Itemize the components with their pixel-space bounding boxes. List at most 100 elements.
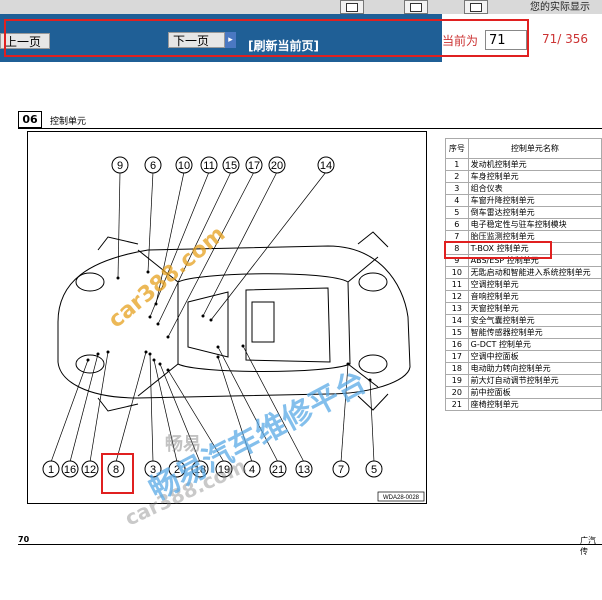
callout-19: 19 — [215, 460, 233, 478]
row-number: 12 — [445, 290, 469, 303]
top-cut-text: 您的实际显示 — [530, 2, 590, 13]
callout-17: 17 — [245, 156, 263, 174]
row-number: 2 — [445, 170, 469, 183]
svg-text:15: 15 — [225, 160, 237, 172]
row-number: 4 — [445, 194, 469, 207]
prev-page-button[interactable]: 上一页 — [0, 33, 50, 49]
svg-text:5: 5 — [371, 464, 377, 476]
row-number: 1 — [445, 158, 469, 171]
refresh-page-link[interactable]: [刷新当前页] — [248, 39, 319, 53]
page-count: 71/ 356 — [542, 32, 589, 46]
svg-text:10: 10 — [178, 160, 190, 172]
svg-text:19: 19 — [218, 464, 230, 476]
row-name: 座椅控制单元 — [467, 398, 602, 411]
section-title: 控制单元 — [50, 117, 87, 127]
nav-highlight-box — [4, 19, 529, 57]
callout-1: 1 — [42, 460, 60, 478]
row-name: 倒车雷达控制单元 — [467, 206, 602, 219]
page-number: 70 — [18, 535, 30, 544]
next-page-button[interactable]: 下一页 — [168, 32, 225, 48]
figure-code: WDA28-0028 — [383, 495, 420, 501]
callout-12: 12 — [81, 460, 99, 478]
row-number: 16 — [445, 338, 469, 351]
row-number: 19 — [445, 374, 469, 387]
row-name: 智能传感器控制单元 — [467, 326, 602, 339]
row-name: 前大灯自动调节控制单元 — [467, 374, 602, 387]
row-name: 空调控制单元 — [467, 278, 602, 291]
svg-text:1: 1 — [48, 464, 54, 476]
row-number: 13 — [445, 302, 469, 315]
car-topview-svg: 9 6 10 11 15 17 20 14 1 16 12 8 3 2 18 1… — [42, 156, 425, 502]
callout-7: 7 — [332, 460, 350, 478]
callout-5: 5 — [365, 460, 383, 478]
row-name: 安全气囊控制单元 — [467, 314, 602, 327]
current-page-label: 当前为 — [442, 34, 479, 48]
callout-9: 9 — [111, 156, 129, 174]
window-icon — [346, 3, 358, 12]
row-name: 车身控制单元 — [467, 170, 602, 183]
svg-text:8: 8 — [113, 464, 119, 476]
row-name: 组合仪表 — [467, 182, 602, 195]
window-icon — [470, 3, 482, 12]
row-name: 电子稳定性与驻车控制模块 — [467, 218, 602, 231]
callout-8: 8 — [107, 460, 125, 478]
control-unit-diagram: 9 6 10 11 15 17 20 14 1 16 12 8 3 2 18 1… — [27, 131, 427, 504]
svg-text:20: 20 — [271, 160, 283, 172]
svg-text:12: 12 — [84, 464, 96, 476]
row-name: 音响控制单元 — [467, 290, 602, 303]
svg-text:13: 13 — [298, 464, 310, 476]
row-number: 11 — [445, 278, 469, 291]
row-number: 14 — [445, 314, 469, 327]
toolbar-button-1[interactable] — [340, 0, 364, 14]
svg-text:3: 3 — [150, 464, 156, 476]
callout-8-highlight-box — [101, 453, 134, 494]
callout-6: 6 — [144, 156, 162, 174]
callout-18: 18 — [191, 460, 209, 478]
current-page-input[interactable] — [485, 30, 527, 50]
row-name: 空调中控面板 — [467, 350, 602, 363]
svg-text:9: 9 — [117, 160, 123, 172]
row-8-highlight-box — [444, 241, 552, 259]
callout-3: 3 — [144, 460, 162, 478]
row-name: G-DCT 控制单元 — [467, 338, 602, 351]
row-name: 车窗升降控制单元 — [467, 194, 602, 207]
header-number: 序号 — [445, 138, 469, 159]
svg-text:11: 11 — [203, 160, 214, 172]
svg-text:14: 14 — [320, 160, 332, 172]
svg-text:2: 2 — [174, 464, 180, 476]
toolbar-button-2[interactable] — [404, 0, 428, 14]
row-number: 20 — [445, 386, 469, 399]
page-right-text: 广汽传 — [580, 536, 596, 556]
callout-2: 2 — [168, 460, 186, 478]
callout-10: 10 — [175, 156, 193, 174]
callout-20: 20 — [268, 156, 286, 174]
row-name: 无匙启动和智能进入系统控制单元 — [467, 266, 602, 279]
row-number: 3 — [445, 182, 469, 195]
svg-text:6: 6 — [150, 160, 156, 172]
svg-text:4: 4 — [249, 464, 255, 476]
next-arrow-icon[interactable]: ▸ — [225, 32, 236, 48]
table-header-row: 序号 控制单元名称 — [445, 138, 602, 159]
callout-4: 4 — [243, 460, 261, 478]
svg-text:21: 21 — [272, 464, 284, 476]
row-name: 电动助力转向控制单元 — [467, 362, 602, 375]
toolbar-button-3[interactable] — [464, 0, 488, 14]
row-name: 发动机控制单元 — [467, 158, 602, 171]
row-number: 18 — [445, 362, 469, 375]
section-number: 06 — [18, 111, 42, 128]
row-number: 15 — [445, 326, 469, 339]
